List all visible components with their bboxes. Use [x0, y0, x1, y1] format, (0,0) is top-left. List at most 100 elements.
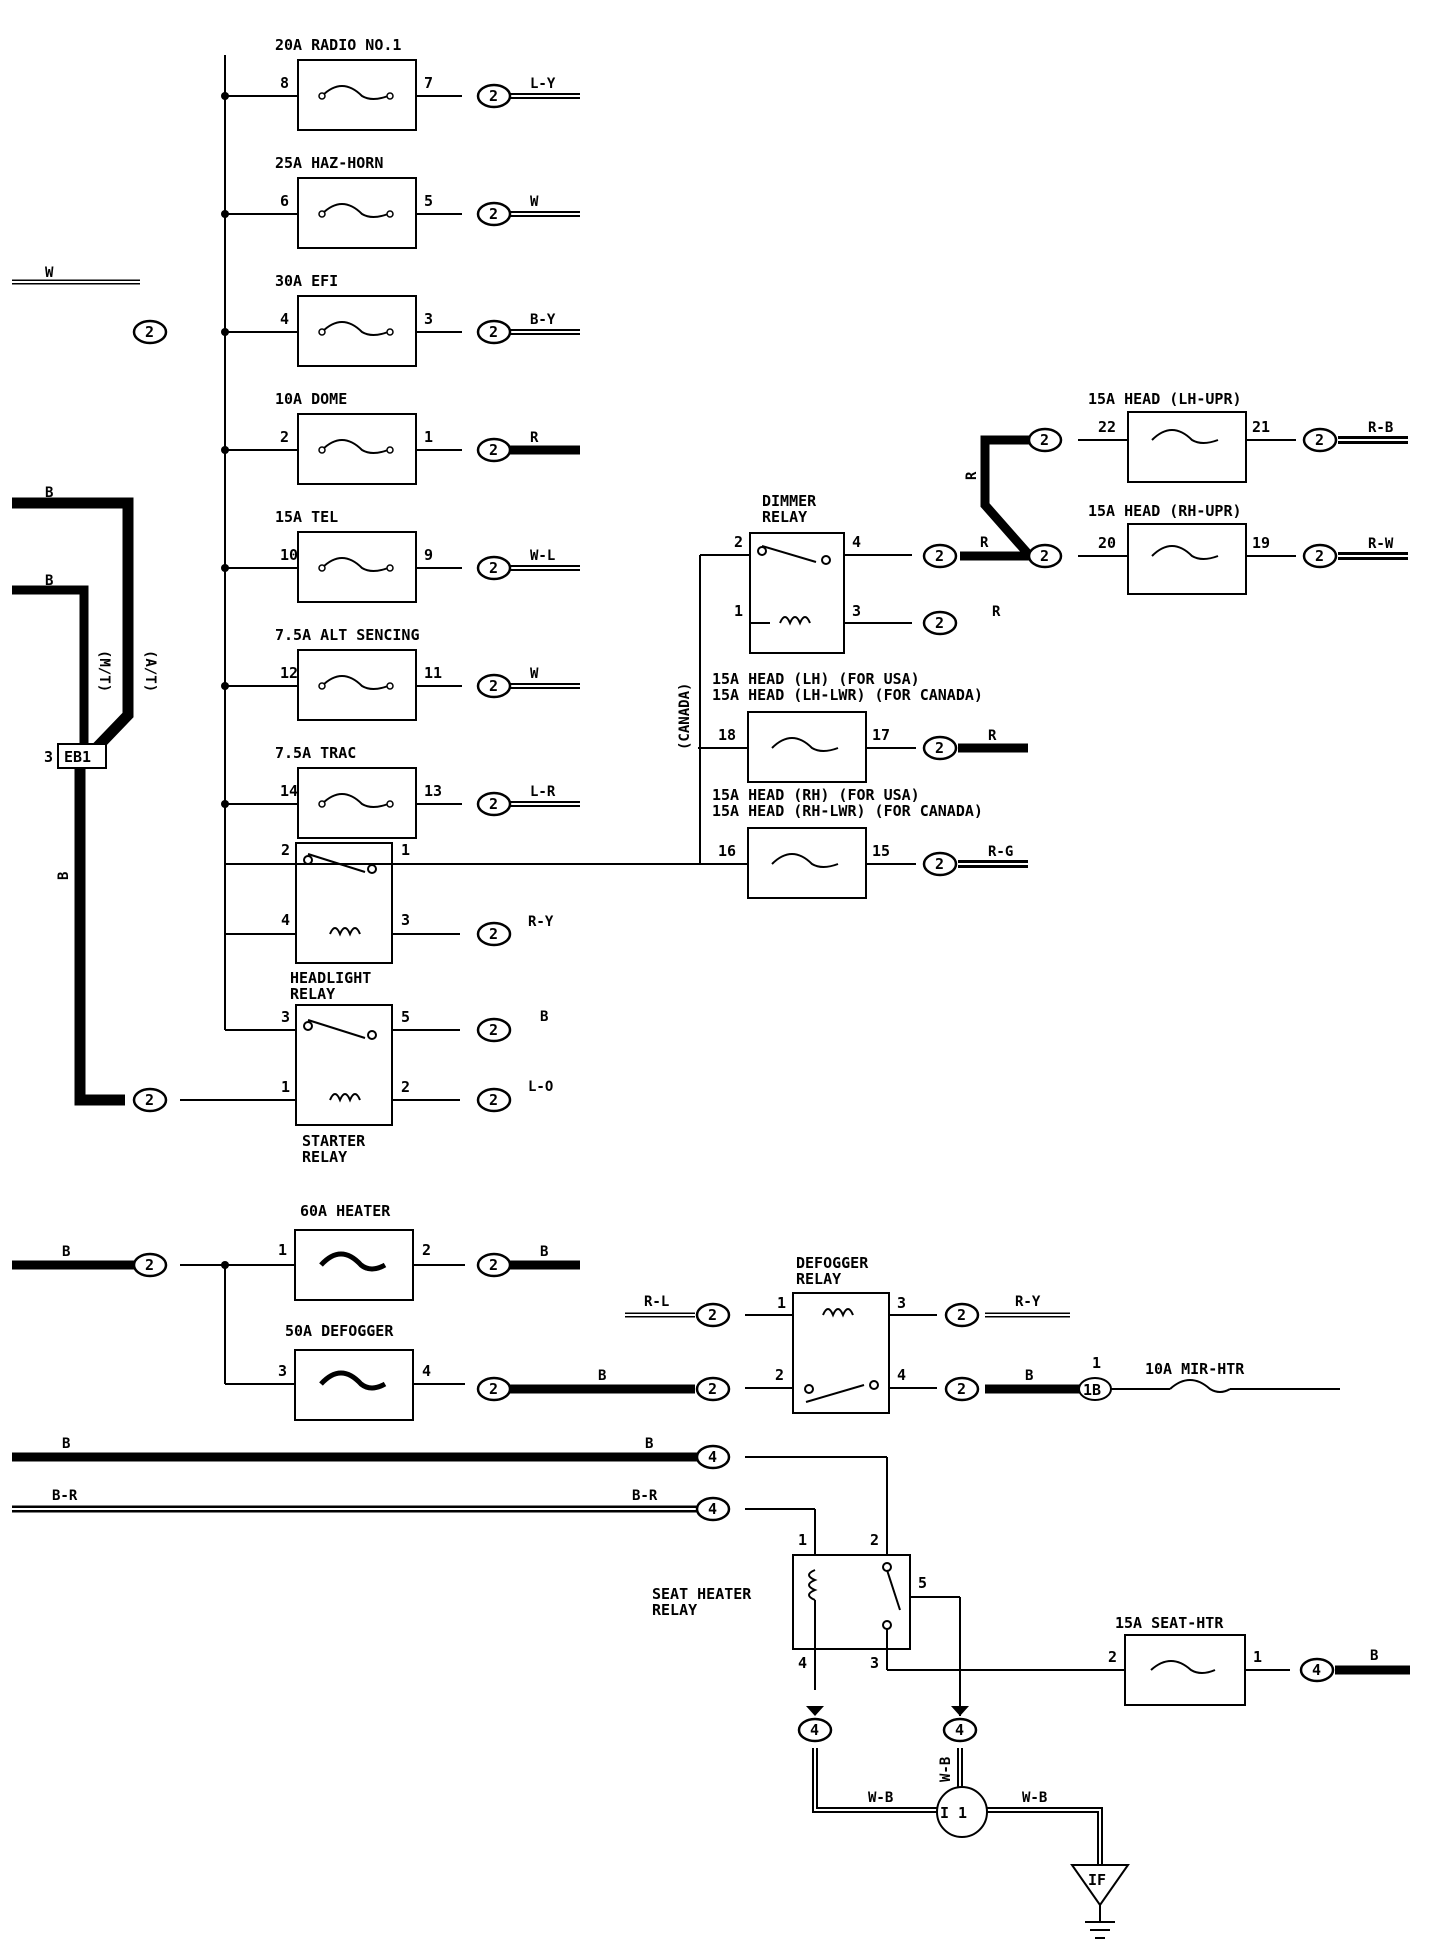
hl-label-2: RELAY [290, 985, 335, 1003]
connector-number: 2 [489, 1380, 498, 1398]
left-battery-wires: B B (M/T) (A/T) EB1 3 B W [12, 265, 158, 1106]
connector-number: 2 [489, 1021, 498, 1039]
seat-htr-label: 15A SEAT-HTR [1115, 1614, 1224, 1632]
bottom-wire-b-right: B [645, 1436, 653, 1452]
connector-3: 2 [476, 437, 512, 463]
seat-heater-relay [792, 1554, 911, 1650]
defog-pin-1: 1 [777, 1294, 786, 1312]
head-fuse-box [1127, 523, 1247, 595]
head-fuse-label-canada: 15A HEAD (LH-LWR) (FOR CANADA) [712, 686, 983, 704]
connector-number: 4 [708, 1448, 717, 1466]
connector-number: 2 [489, 205, 498, 223]
connector-number: 2 [1315, 431, 1324, 449]
defog-relay-label-1: DEFOGGER [796, 1254, 869, 1272]
connector-number: 4 [810, 1721, 819, 1739]
ground-wire-vertical: W-B [938, 1757, 954, 1782]
defog-pin-4: 4 [897, 1366, 906, 1384]
connector-29: 4 [1299, 1657, 1335, 1683]
connector-number: 2 [489, 925, 498, 943]
connector-number: 2 [145, 323, 154, 341]
fuse-pin-in: 2 [280, 428, 289, 446]
connector-16: 2 [1027, 427, 1063, 453]
fuse-pin-out: 1 [424, 428, 433, 446]
seat-htr-fuse [1124, 1634, 1246, 1706]
dm-label-2: RELAY [762, 508, 807, 526]
connector-26: 2 [944, 1376, 980, 1402]
head-fuse-label-canada: 15A HEAD (RH-LWR) (FOR CANADA) [712, 802, 983, 820]
seat-pin-2: 2 [870, 1531, 879, 1549]
dm-wire-4: R [980, 535, 989, 551]
head-pin-out: 21 [1252, 418, 1270, 436]
fuse-wire-color: R [530, 430, 539, 446]
connector-1b-label: 1B [1083, 1381, 1101, 1399]
fuse-wire-color: W [530, 666, 539, 682]
connector-number: 2 [1315, 547, 1324, 565]
seat-htr-pin-out: 1 [1253, 1648, 1262, 1666]
connector-number: 2 [489, 559, 498, 577]
seat-pin-3: 3 [870, 1654, 879, 1672]
seat-heater-section: B B-R B B-R SEAT HEATER RELAY 1 2 5 4 3 … [12, 1436, 1410, 1939]
seat-relay-label-1: SEAT HEATER [652, 1585, 752, 1603]
connector-31: 4 [942, 1717, 978, 1743]
connector-number: 2 [1040, 547, 1049, 565]
defog-wire-in: R-L [644, 1294, 669, 1310]
heater-wire-out: B [540, 1244, 548, 1260]
heater-defogger-section: B 60A HEATER 1 2 B 50A DEFOGGER 3 4 B DE… [12, 1202, 1340, 1421]
relays-left: 2 1 4 3 HEADLIGHT RELAY R-Y 3 5 1 2 STAR… [180, 841, 700, 1166]
hl-pin-2: 2 [281, 841, 290, 859]
head-pin-out: 19 [1252, 534, 1270, 552]
wire-b-upper: B [45, 485, 53, 501]
hl-wire-out: R-Y [528, 914, 554, 930]
connector-13: 2 [922, 610, 958, 636]
dm-pin-1: 1 [734, 602, 743, 620]
fuse-pin-out: 9 [424, 546, 433, 564]
ground-label: IF [1088, 1871, 1106, 1889]
connector-number: 4 [708, 1500, 717, 1518]
defog-pin-3: 3 [897, 1294, 906, 1312]
head-pin-in: 16 [718, 842, 736, 860]
connector-number: 2 [489, 1091, 498, 1109]
connector-21: 2 [476, 1252, 512, 1278]
head-fuse-box [747, 827, 867, 899]
connector-6: 2 [476, 791, 512, 817]
st-pin-5: 5 [401, 1008, 410, 1026]
connector-number: 2 [935, 547, 944, 565]
fuse-label: 7.5A TRAC [275, 744, 356, 762]
connector-27: 4 [695, 1444, 731, 1470]
seat-pin-4: 4 [798, 1654, 807, 1672]
connector-list: 2 2 2 2 2 2 2 2 2 2 2 2 2 2 2 2 2 2 2 2 2 2 2 2 2 2 2 4 4 4 4 4 [132, 83, 1338, 1743]
defogger-pin-out: 4 [422, 1362, 431, 1380]
seat-relay-label-2: RELAY [652, 1601, 697, 1619]
wire-b-lower: B [45, 573, 53, 589]
fuse-pin-in: 14 [280, 782, 298, 800]
head-fuse-box [747, 711, 867, 783]
connector-number: 2 [489, 323, 498, 341]
dm-wire-3: R [992, 604, 1001, 620]
st-label-2: RELAY [302, 1148, 347, 1166]
mt-label: (M/T) [96, 650, 112, 692]
fuse-wire-color: B-Y [530, 312, 556, 328]
connector-10: 2 [132, 1087, 168, 1113]
fuse-pin-out: 7 [424, 74, 433, 92]
connector-number: 2 [935, 739, 944, 757]
heater-wire-in: B [62, 1244, 70, 1260]
connector-number: 2 [957, 1380, 966, 1398]
connector-5: 2 [476, 673, 512, 699]
seat-htr-wire: B [1370, 1648, 1378, 1664]
defogger-label: 50A DEFOGGER [285, 1322, 394, 1340]
connector-24: 2 [695, 1302, 731, 1328]
canada-label: (CANADA) [677, 683, 693, 750]
fuse-box [297, 177, 417, 249]
st-pin-2: 2 [401, 1078, 410, 1096]
connector-number: 4 [1312, 1661, 1321, 1679]
connector-20: 2 [132, 1252, 168, 1278]
fuse-pin-out: 3 [424, 310, 433, 328]
bottom-wire-br: B-R [52, 1488, 78, 1504]
connector-number: 2 [145, 1091, 154, 1109]
